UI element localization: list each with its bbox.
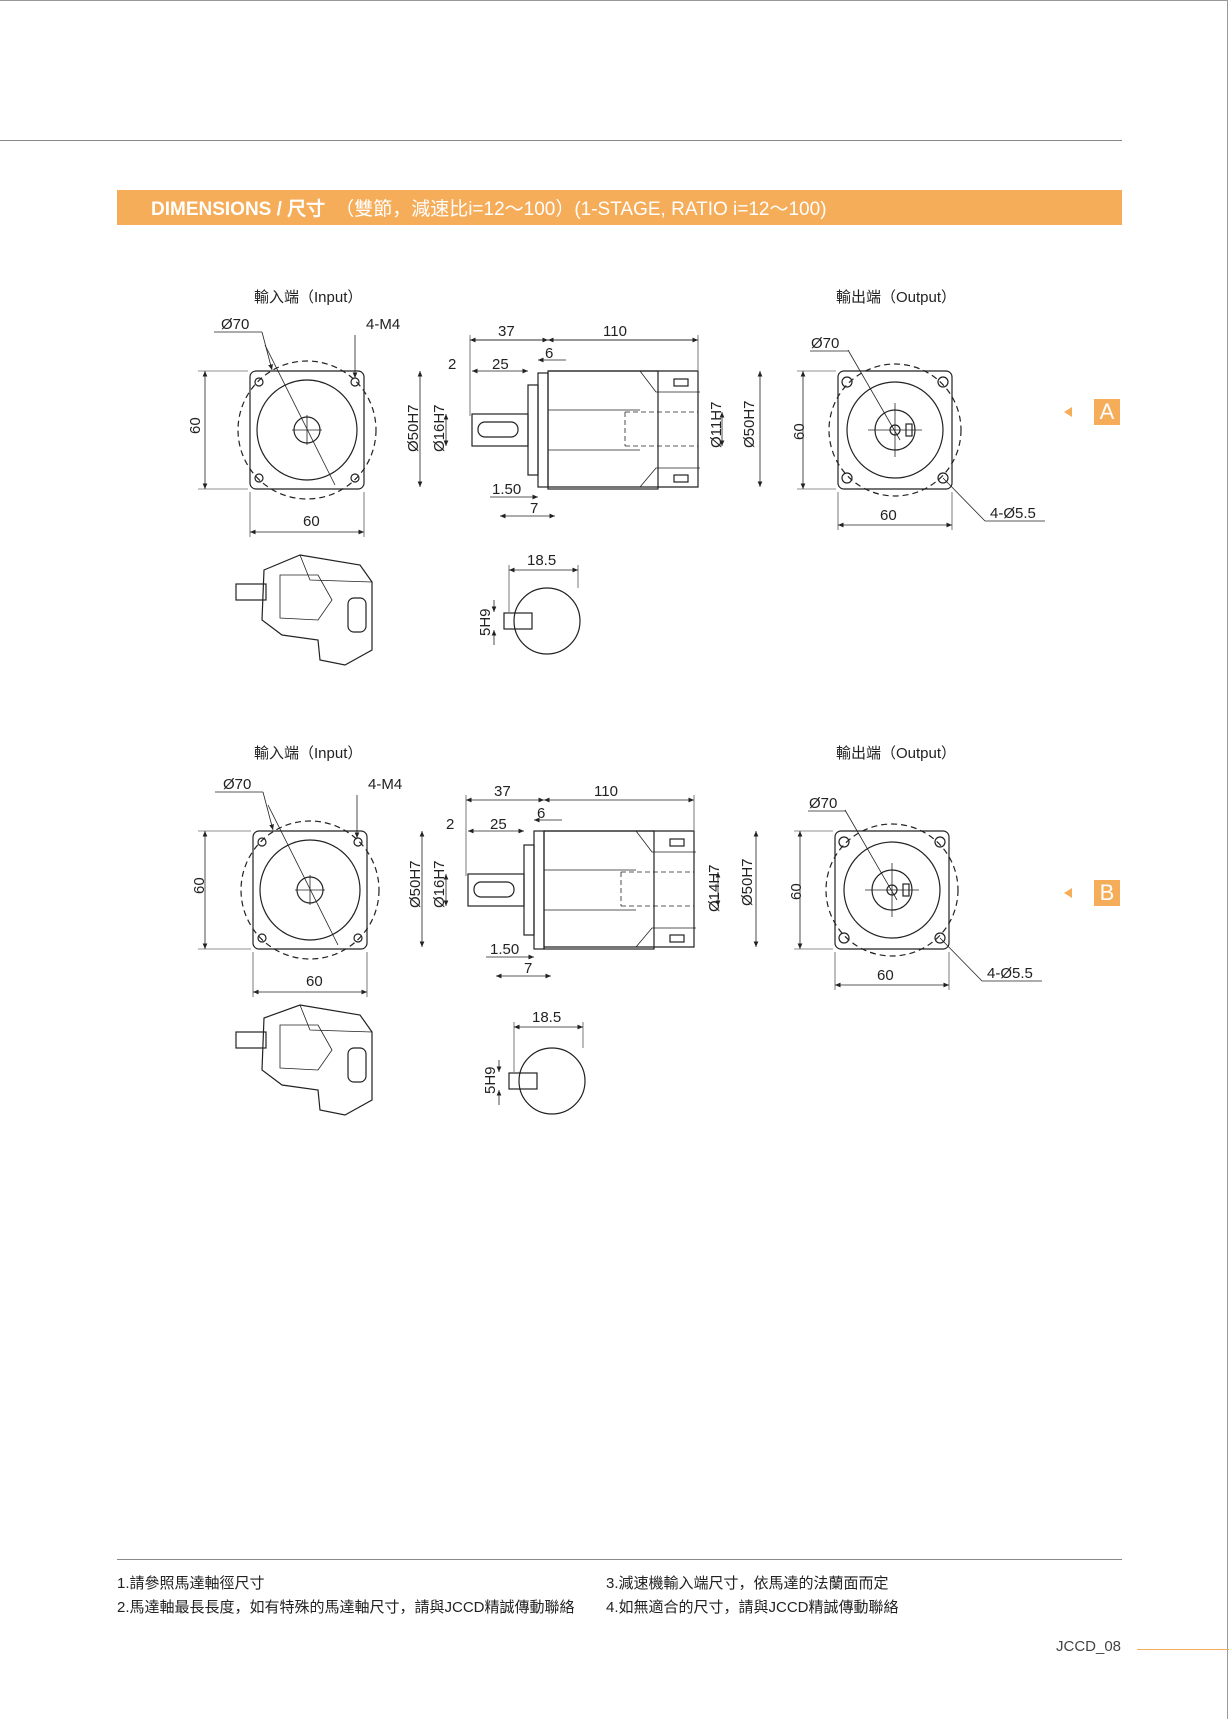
output-holes-label: 4-Ø5.5 <box>990 505 1036 522</box>
side-d1-label: 2 <box>446 816 454 833</box>
iso-sketch-a <box>235 554 373 666</box>
side-len-a-label: 37 <box>498 323 515 340</box>
output-width-label: 60 <box>877 967 894 984</box>
input-height-label: 60 <box>191 877 208 894</box>
side-d1-label: 2 <box>448 356 456 373</box>
side-d2-label: 25 <box>492 356 509 373</box>
output-width-label: 60 <box>880 507 897 524</box>
side-bore-out-label: Ø14H7 <box>706 864 723 912</box>
input-view-a: 輸入端（Input） Ø70 4-M4 60 60 <box>187 289 400 537</box>
section-title-bar: DIMENSIONS / 尺寸 （雙節，減速比i=12～100）(1-STAGE… <box>117 190 1122 225</box>
side-len-b-label: 110 <box>594 783 618 800</box>
variant-b-arrow-icon <box>1064 888 1072 898</box>
side-flange-label: 7 <box>524 960 532 977</box>
input-width-label: 60 <box>303 513 320 530</box>
side-gap-label: 1.50 <box>490 941 519 958</box>
input-pcd-label: Ø70 <box>223 776 251 793</box>
page-border-right <box>1227 0 1228 1719</box>
page-number: JCCD_08 <box>1056 1638 1122 1655</box>
variant-a-tag: A <box>1094 399 1120 425</box>
side-bore-out-label: Ø11H7 <box>708 402 725 448</box>
key-width-label: 18.5 <box>532 1009 561 1026</box>
side-view-a: 37 110 2 25 6 Ø50H7 Ø16H7 Ø11H7 Ø50H7 1.… <box>405 323 763 519</box>
output-view-title: 輸出端（Output） <box>836 745 956 762</box>
section-b: 輸入端（Input） Ø70 4-M4 60 60 <box>191 745 1042 1116</box>
side-pilot-in-label: Ø50H7 <box>405 404 422 452</box>
variant-a-arrow-icon <box>1064 407 1072 417</box>
side-pilot-out-label: Ø50H7 <box>739 858 756 906</box>
section-subtitle: （雙節，減速比i=12～100）(1-STAGE, RATIO i=12～100… <box>335 199 827 220</box>
output-view-a: 輸出端（Output） Ø70 60 60 4-Ø5.5 <box>791 289 1045 530</box>
side-pilot-in-label: Ø50H7 <box>407 860 424 908</box>
key-slot-label: 5H9 <box>482 1066 499 1094</box>
input-view-b: 輸入端（Input） Ø70 4-M4 60 60 <box>191 745 402 997</box>
key-slot-label: 5H9 <box>477 608 494 636</box>
footer-rule <box>117 1559 1122 1560</box>
notes-left: 1.請參照馬達軸徑尺寸 2.馬達軸最長長度，如有特殊的馬達軸尺寸，請與JCCD精… <box>117 1572 575 1620</box>
header-rule <box>0 140 1122 141</box>
notes-right: 3.減速機輸入端尺寸，依馬達的法蘭面而定 4.如無適合的尺寸，請與JCCD精誠傳… <box>606 1572 899 1620</box>
note-item: 2.馬達軸最長長度，如有特殊的馬達軸尺寸，請與JCCD精誠傳動聯絡 <box>117 1599 575 1616</box>
side-bore-in-label: Ø16H7 <box>431 404 448 452</box>
section-title: DIMENSIONS / 尺寸 <box>151 199 326 220</box>
section-a: 輸入端（Input） Ø70 4-M4 60 60 <box>187 289 1045 666</box>
note-item: 3.減速機輸入端尺寸，依馬達的法蘭面而定 <box>606 1575 889 1592</box>
output-holes-label: 4-Ø5.5 <box>987 965 1033 982</box>
input-pcd-label: Ø70 <box>221 316 249 333</box>
variant-b-tag: B <box>1094 880 1120 906</box>
output-height-label: 60 <box>788 883 805 900</box>
key-detail-b: 18.5 5H9 <box>482 1009 586 1115</box>
page-number-rule <box>1137 1649 1229 1650</box>
output-pcd-label: Ø70 <box>811 335 839 352</box>
input-bolt-label: 4-M4 <box>368 776 402 793</box>
input-view-title: 輸入端（Input） <box>254 289 362 306</box>
side-d3-label: 6 <box>545 345 553 362</box>
side-len-a-label: 37 <box>494 783 511 800</box>
input-bolt-label: 4-M4 <box>366 316 400 333</box>
output-view-b: 輸出端（Output） Ø70 60 60 4-Ø5.5 <box>788 745 1042 990</box>
input-view-title: 輸入端（Input） <box>254 745 362 762</box>
side-pilot-out-label: Ø50H7 <box>741 400 758 448</box>
output-pcd-label: Ø70 <box>809 795 837 812</box>
input-height-label: 60 <box>187 417 204 434</box>
output-height-label: 60 <box>791 423 808 440</box>
side-bore-in-label: Ø16H7 <box>431 860 448 908</box>
key-width-label: 18.5 <box>527 552 556 569</box>
side-gap-label: 1.50 <box>492 481 521 498</box>
side-len-b-label: 110 <box>603 323 627 340</box>
key-detail-a: 18.5 5H9 <box>477 552 581 655</box>
side-flange-label: 7 <box>530 500 538 517</box>
note-item: 4.如無適合的尺寸，請與JCCD精誠傳動聯絡 <box>606 1599 899 1616</box>
side-d2-label: 25 <box>490 816 507 833</box>
output-view-title: 輸出端（Output） <box>836 289 956 306</box>
iso-sketch-b <box>235 1004 373 1116</box>
side-d3-label: 6 <box>537 805 545 822</box>
input-width-label: 60 <box>306 973 323 990</box>
side-view-b: 37 110 2 25 6 Ø50H7 Ø16H7 Ø14H7 Ø50H7 1.… <box>407 783 759 979</box>
note-item: 1.請參照馬達軸徑尺寸 <box>117 1575 265 1592</box>
page-border-top <box>0 0 1227 1</box>
